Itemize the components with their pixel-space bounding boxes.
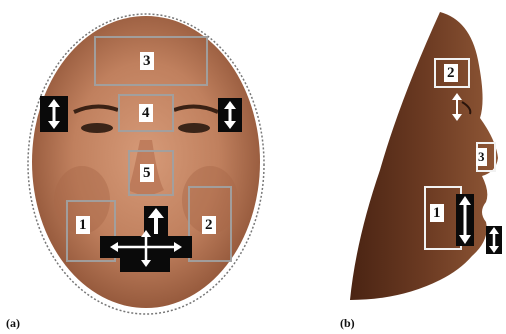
region-3-label: 3 bbox=[140, 52, 154, 70]
vertical-double-arrow-icon bbox=[486, 226, 502, 254]
region-4-label: 4 bbox=[139, 104, 153, 122]
profile-region-1-label: 1 bbox=[430, 204, 444, 222]
region-5-label: 5 bbox=[140, 164, 154, 182]
four-way-arrow-icon bbox=[106, 228, 186, 268]
region-1-label: 1 bbox=[76, 216, 90, 234]
panel-b-caption: (b) bbox=[340, 316, 355, 331]
vertical-double-arrow-icon bbox=[450, 92, 464, 122]
profile-region-2-label: 2 bbox=[444, 64, 458, 82]
lip-vertical-arrow-badge bbox=[456, 194, 474, 246]
panel-a-caption: (a) bbox=[6, 316, 20, 331]
profile-region-3-label: 3 bbox=[476, 148, 487, 166]
right-eye-vertical-arrow-badge bbox=[218, 98, 242, 132]
chin-vertical-arrow-badge bbox=[486, 226, 502, 254]
vertical-double-arrow-icon bbox=[40, 96, 68, 132]
vertical-double-arrow-icon bbox=[456, 194, 474, 246]
vertical-double-arrow-icon bbox=[218, 98, 242, 132]
region-2-label: 2 bbox=[202, 216, 216, 234]
left-eye-vertical-arrow-badge bbox=[40, 96, 68, 132]
